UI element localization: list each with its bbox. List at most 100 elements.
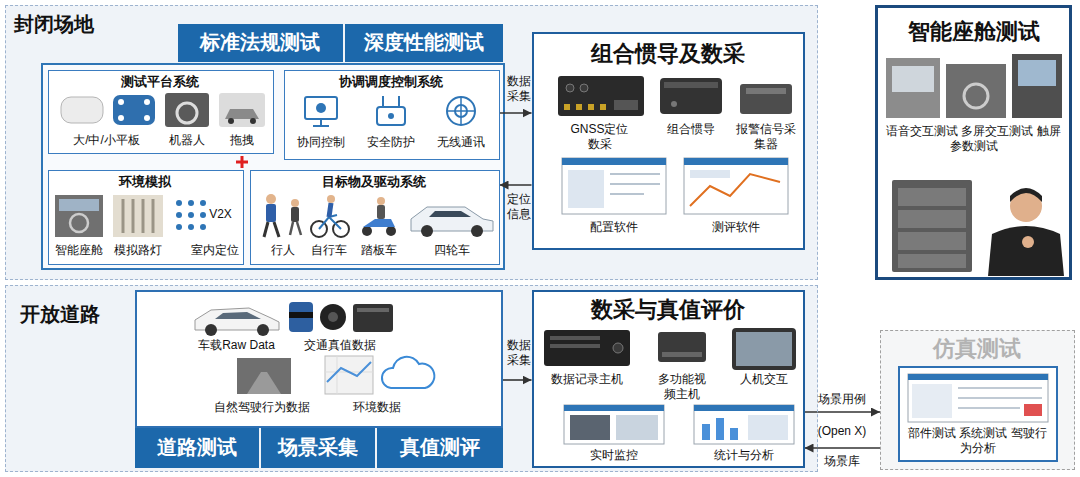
icon-shape (188, 200, 194, 206)
icon-shape (544, 330, 630, 366)
icon-shape (421, 225, 433, 237)
icon-shape (908, 374, 1048, 380)
item-caption: 无线通讯 (437, 135, 485, 150)
icon-shape (327, 362, 371, 382)
icon-shape (716, 418, 724, 440)
icon-shape (898, 232, 966, 250)
item-caption: 多功能视 频主机 (656, 372, 708, 402)
icon-shape (694, 405, 794, 444)
icon-shape (1012, 54, 1062, 118)
icon-shape (200, 200, 206, 206)
icon-shape (377, 107, 405, 125)
icon-shape (200, 212, 206, 218)
subsystem-box: 测试平台系统大/中/小平板机器人拖拽 (48, 70, 274, 154)
box-heading: 组合惯导及数采 (591, 40, 745, 68)
icon-shape (113, 95, 155, 125)
region-ground (5, 5, 818, 280)
item-caption: 自然驾驶行为数据 (214, 400, 310, 415)
edge-label: 数据采集 (506, 74, 532, 104)
icon-shape (576, 104, 582, 110)
icon-shape (274, 222, 279, 237)
icon-shape (614, 100, 638, 110)
subsystem-box: 协调调度控制系统协同控制安全防护无线通讯 (284, 70, 500, 160)
icon-shape (219, 93, 265, 127)
flow-arrow (805, 447, 881, 449)
icon-shape (257, 324, 269, 336)
item-caption: 统计与分析 (714, 448, 774, 463)
icon-shape (558, 76, 644, 116)
icon-shape (55, 195, 103, 237)
item-caption: 语音交互测试 多屏交互测试 触屏参数测试 (886, 124, 1062, 154)
icon-shape (325, 356, 373, 394)
item-caption: 环境数据 (353, 400, 401, 415)
icon-shape (205, 324, 217, 336)
icon-shape (600, 104, 606, 110)
item-caption: 智能座舱 (55, 243, 103, 258)
icon-shape (388, 113, 394, 119)
equipment-panel: 数采与真值评价数据记录主机多功能视 频主机人机交互实时监控统计与分析 (532, 290, 805, 468)
icon-shape (266, 194, 276, 204)
icon-shape (562, 158, 666, 165)
item-caption: 四轮车 (434, 243, 470, 258)
item-caption: 数据记录主机 (551, 372, 623, 387)
icon-shape (188, 224, 194, 230)
icon-shape (305, 97, 337, 119)
icon-shape (377, 205, 385, 219)
icon-shape (610, 193, 644, 195)
icon-shape (886, 58, 940, 118)
icon-shape (964, 84, 988, 108)
box-heading: 协调调度控制系统 (339, 74, 443, 90)
icon-shape (131, 199, 134, 233)
icon-shape (59, 199, 99, 211)
icon-shape (121, 199, 124, 233)
icon-shape (144, 99, 150, 105)
icon-shape (291, 199, 299, 207)
icon-shape (908, 374, 1048, 422)
icon-shape (616, 415, 658, 440)
icon-shape (177, 103, 197, 123)
icon-shape (702, 424, 710, 440)
tab-box: 道路测试 (135, 428, 259, 468)
icon-shape (566, 84, 574, 92)
item-caption: 行人 (271, 243, 295, 258)
icon-shape (580, 84, 588, 92)
region-panel: 封闭场地标准法规测试深度性能测试测试平台系统大/中/小平板机器人拖拽协调调度控制… (5, 5, 818, 280)
icon-shape (912, 384, 952, 418)
icon-shape (658, 332, 706, 362)
icon-shape (165, 93, 209, 127)
plus-sign (236, 156, 248, 168)
cockpit-panel: 智能座舱测试语音交互测试 多屏交互测试 触屏参数测试 (875, 5, 1072, 280)
item-caption: 拖拽 (230, 133, 254, 148)
icon-shape (329, 203, 331, 217)
icon-shape (1010, 188, 1042, 202)
icon-shape (118, 99, 124, 105)
icon-shape (176, 200, 182, 206)
icon-shape (447, 97, 475, 125)
icon-shape (313, 125, 329, 127)
item-caption: 测评软件 (712, 220, 760, 235)
icon-shape (694, 405, 794, 411)
icon-shape (988, 226, 1064, 276)
icon-shape (141, 199, 144, 233)
box-heading: 智能座舱测试 (908, 18, 1040, 46)
item-caption: 车载Raw Data (198, 338, 275, 353)
icon-shape (398, 96, 400, 107)
icon-shape (61, 97, 103, 123)
tab-box: 真值测评 (377, 428, 503, 468)
icon-shape (237, 358, 291, 394)
region-panel: 开放道路车载Raw Data交通真值数据自然驾驶行为数据环境数据道路测试场景采集… (5, 285, 818, 472)
icon-shape (610, 173, 660, 175)
icon-shape (291, 207, 299, 222)
plus-bar (241, 156, 244, 168)
panel-title: 仿真测试 (933, 335, 1021, 363)
icon-shape (562, 158, 666, 214)
icon-shape (690, 170, 730, 178)
icon-shape (746, 88, 786, 94)
icon-shape (1024, 404, 1042, 416)
icon-shape (176, 224, 182, 230)
box-heading: 目标物及驱动系统 (322, 174, 426, 190)
item-caption: 部件测试 系统测试 驾驶行为分析 (905, 426, 1051, 456)
icon-shape (471, 225, 483, 237)
icon-shape (684, 158, 788, 214)
icon-shape (264, 222, 268, 237)
